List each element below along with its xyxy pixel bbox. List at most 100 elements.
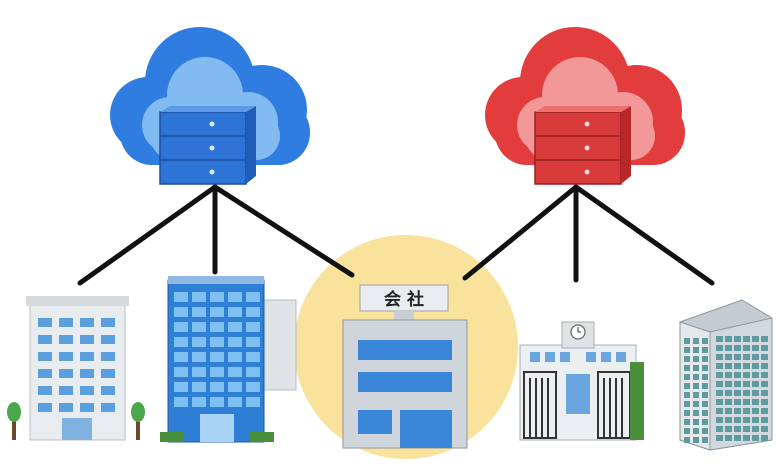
window: [725, 408, 732, 414]
window: [210, 322, 224, 332]
window: [684, 401, 690, 407]
window: [38, 318, 52, 327]
window: [752, 363, 759, 369]
window: [101, 335, 115, 344]
window: [693, 338, 699, 344]
window: [684, 419, 690, 425]
window: [761, 363, 768, 369]
window: [246, 337, 260, 347]
window: [761, 408, 768, 414]
window: [716, 381, 723, 387]
window: [210, 337, 224, 347]
window: [228, 337, 242, 347]
window: [59, 369, 73, 378]
window: [743, 363, 750, 369]
window: [743, 372, 750, 378]
window: [192, 322, 206, 332]
window: [752, 336, 759, 342]
window: [192, 307, 206, 317]
window: [38, 369, 52, 378]
window: [246, 397, 260, 407]
window: [174, 292, 188, 302]
window: [38, 335, 52, 344]
window: [246, 292, 260, 302]
window: [693, 419, 699, 425]
window: [101, 318, 115, 327]
window: [210, 367, 224, 377]
window: [246, 322, 260, 332]
window: [192, 382, 206, 392]
window: [734, 372, 741, 378]
window: [38, 403, 52, 412]
window: [174, 322, 188, 332]
window: [693, 374, 699, 380]
window: [752, 390, 759, 396]
window: [80, 335, 94, 344]
window: [761, 417, 768, 423]
window: [752, 435, 759, 441]
window: [101, 369, 115, 378]
window: [210, 352, 224, 362]
window: [702, 365, 708, 371]
window: [174, 382, 188, 392]
window: [725, 390, 732, 396]
window: [734, 426, 741, 432]
window: [80, 403, 94, 412]
server-rack-icon: [159, 106, 256, 185]
window: [734, 336, 741, 342]
window: [725, 417, 732, 423]
window: [246, 367, 260, 377]
window: [734, 408, 741, 414]
window: [752, 408, 759, 414]
window: [228, 292, 242, 302]
window: [725, 345, 732, 351]
window: [59, 386, 73, 395]
window: [752, 354, 759, 360]
window: [693, 356, 699, 362]
window: [725, 435, 732, 441]
window: [59, 335, 73, 344]
window: [693, 347, 699, 353]
window: [246, 352, 260, 362]
window: [702, 356, 708, 362]
window: [684, 437, 690, 443]
window: [101, 352, 115, 361]
window: [101, 403, 115, 412]
white-office-building: [7, 296, 145, 441]
window: [192, 352, 206, 362]
window: [174, 397, 188, 407]
window: [761, 426, 768, 432]
window: [716, 345, 723, 351]
window: [725, 354, 732, 360]
window: [725, 426, 732, 432]
window: [716, 354, 723, 360]
window: [743, 408, 750, 414]
window: [752, 372, 759, 378]
window: [684, 428, 690, 434]
window: [761, 354, 768, 360]
window: [743, 336, 750, 342]
window: [734, 354, 741, 360]
window: [684, 410, 690, 416]
window: [734, 345, 741, 351]
window: [761, 390, 768, 396]
window: [725, 363, 732, 369]
window: [761, 435, 768, 441]
window: [743, 381, 750, 387]
window: [38, 386, 52, 395]
window: [716, 390, 723, 396]
window: [684, 383, 690, 389]
window: [101, 386, 115, 395]
window: [702, 392, 708, 398]
window: [702, 410, 708, 416]
window: [716, 417, 723, 423]
window: [210, 397, 224, 407]
window: [752, 426, 759, 432]
window: [38, 352, 52, 361]
window: [693, 410, 699, 416]
window: [752, 345, 759, 351]
window: [743, 345, 750, 351]
window: [246, 307, 260, 317]
window: [752, 399, 759, 405]
window: [752, 417, 759, 423]
